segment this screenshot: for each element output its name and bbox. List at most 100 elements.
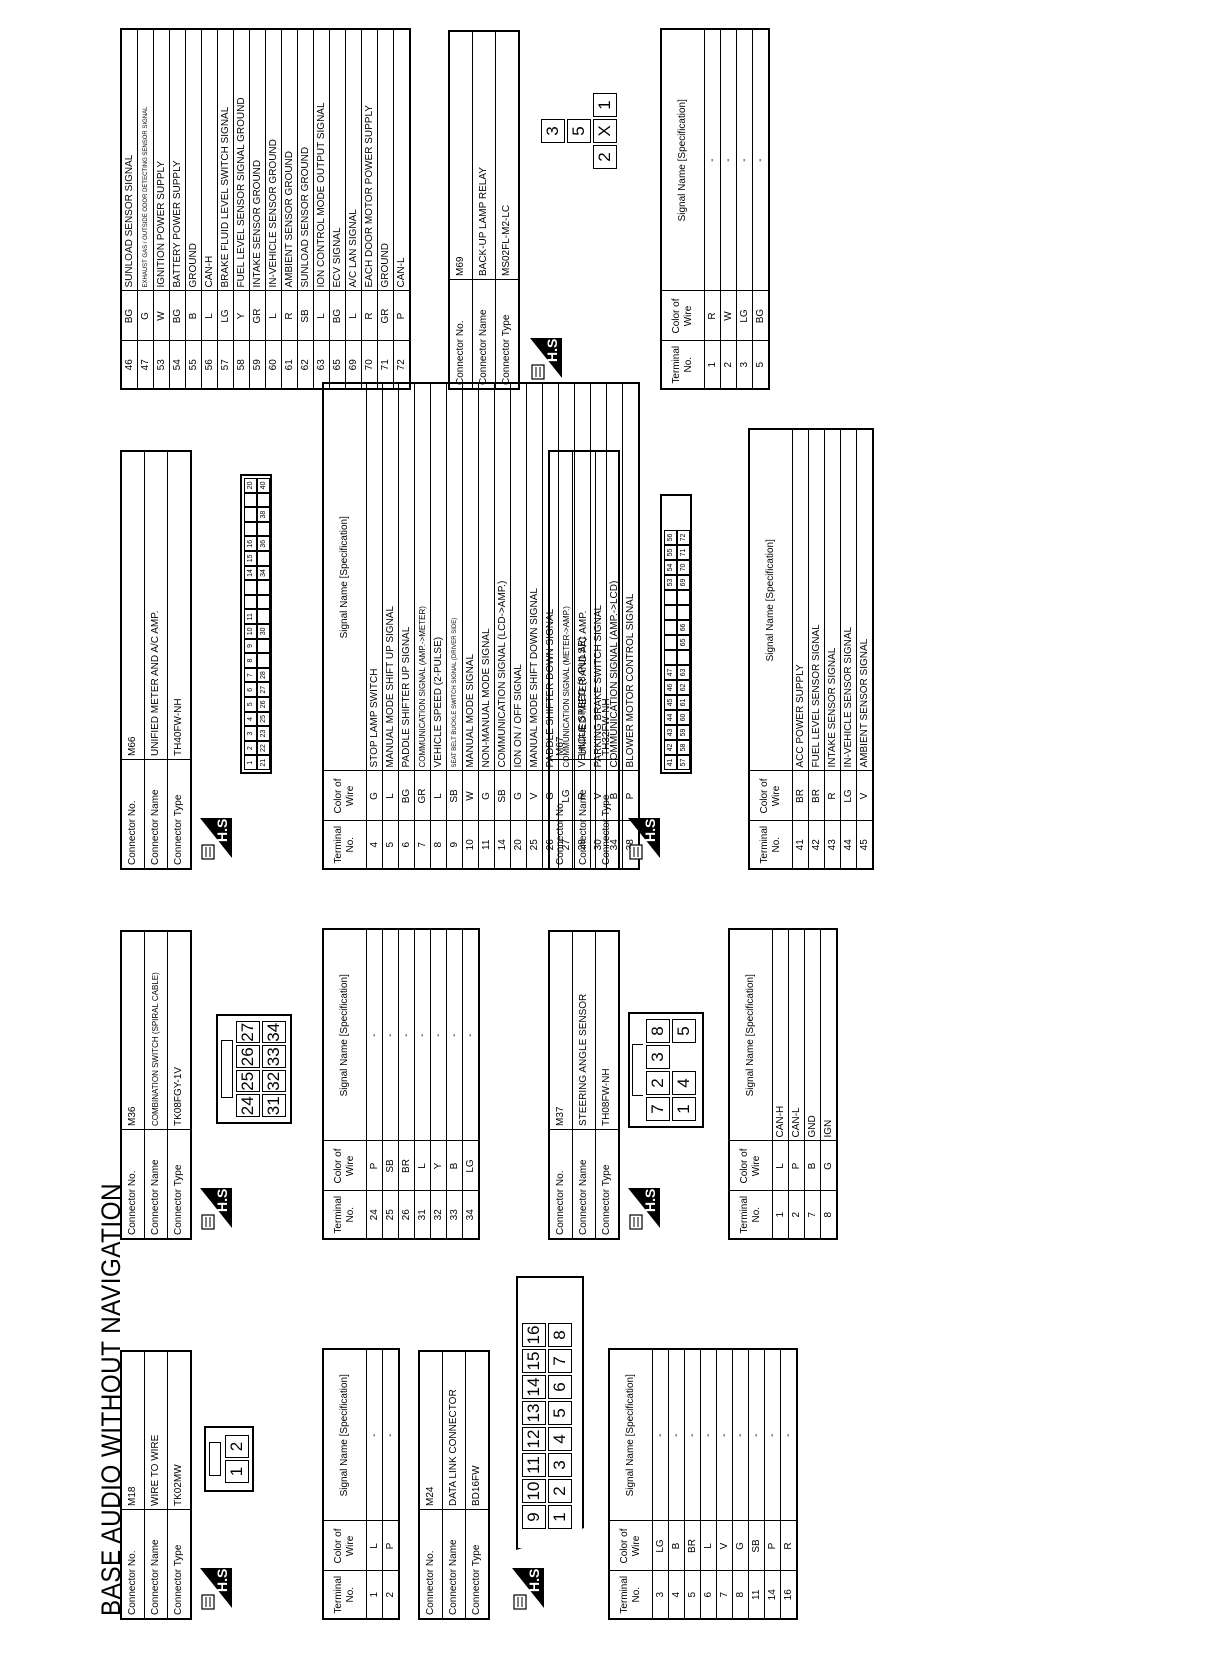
terminal-number: 70 — [361, 341, 378, 389]
column-header: Signal Name [Specification] — [323, 383, 367, 771]
wire-color: L — [366, 1521, 383, 1571]
terminal-number: 54 — [169, 341, 186, 389]
signal-name: - — [720, 29, 737, 291]
wire-color: LG — [462, 1141, 479, 1191]
connector-pin: X — [593, 119, 617, 143]
terminal-number: 31 — [414, 1191, 431, 1239]
signal-name: - — [382, 1349, 399, 1521]
connector-pin: 26 — [257, 697, 270, 712]
terminal-number: 56 — [201, 341, 218, 389]
connector-pin: 34 — [262, 1021, 286, 1044]
wire-color: G — [137, 291, 154, 341]
column-header: Signal Name [Specification] — [609, 1349, 653, 1521]
wire-color: BG — [398, 771, 415, 821]
connector-pin: 25 — [257, 711, 270, 727]
connector-pin: 3 — [541, 119, 565, 143]
connector-pin — [677, 590, 690, 605]
connector-pin — [664, 650, 677, 665]
connector-pin: 44 — [664, 710, 677, 725]
column-header: Signal Name [Specification] — [661, 29, 705, 291]
terminal-number: 14 — [494, 821, 511, 869]
connector-pin: 1 — [672, 1097, 696, 1121]
terminal-number: 1 — [772, 1191, 789, 1239]
column-header: Color of Wire — [729, 1141, 773, 1191]
connector-pin: 3 — [646, 1045, 670, 1069]
signal-name: BLOWER MOTOR CONTROL SIGNAL — [622, 383, 639, 771]
wire-color: L — [772, 1141, 789, 1191]
signal-name: GND — [804, 929, 821, 1141]
signal-name: - — [780, 1349, 797, 1521]
connector-pin — [257, 653, 270, 668]
connector-pin — [677, 605, 690, 620]
harness-side-label: H.S. — [214, 1184, 230, 1212]
connector-pin: 60 — [677, 710, 690, 725]
wire-color: L — [313, 291, 330, 341]
wire-color: G — [510, 771, 527, 821]
connector-pin: 53 — [664, 575, 677, 590]
harness-side-label: H.S. — [214, 814, 230, 842]
wire-color: L — [414, 1141, 431, 1191]
connector-pin: 15 — [522, 1349, 546, 1373]
connector-pin: 6 — [548, 1375, 572, 1399]
column-header: Color of Wire — [609, 1521, 653, 1571]
wire-color: L — [700, 1521, 717, 1571]
connector-pin — [257, 580, 270, 595]
connector-pin: 66 — [677, 620, 690, 635]
signal-name: MANUAL MODE SHIFT UP SIGNAL — [382, 383, 399, 771]
wire-color: BR — [808, 771, 825, 821]
wire-color: BG — [329, 291, 346, 341]
terminal-number: 43 — [824, 821, 841, 869]
terminal-number: 8 — [820, 1191, 837, 1239]
terminal-number: 11 — [748, 1571, 765, 1619]
column-header: Color of Wire — [323, 1141, 367, 1191]
connector-pin — [244, 492, 257, 508]
terminal-number: 14 — [764, 1571, 781, 1619]
signal-name: ECV SIGNAL — [329, 29, 346, 291]
connector-pin: 8 — [548, 1323, 572, 1347]
connector-pin: 10 — [244, 624, 257, 639]
signal-name: CAN-H — [201, 29, 218, 291]
connector-pin: 8 — [646, 1019, 670, 1043]
terminal-number: 59 — [249, 341, 266, 389]
terminal-number: 7 — [414, 821, 431, 869]
terminal-number: 9 — [446, 821, 463, 869]
connector-pin: 63 — [677, 665, 690, 680]
connector-pin: 1 — [244, 755, 257, 770]
wire-color: LG — [217, 291, 234, 341]
signal-name: - — [430, 929, 447, 1141]
connector-pin: 25 — [236, 1070, 260, 1093]
connector-pin: 7 — [548, 1349, 572, 1373]
terminal-number: 62 — [297, 341, 314, 389]
wire-color: LG — [736, 291, 753, 341]
wire-color: SB — [446, 771, 463, 821]
harness-side-label: H.S. — [544, 334, 560, 362]
terminal-number: 71 — [377, 341, 394, 389]
connector-pin: 3 — [244, 726, 257, 741]
column-header: Signal Name [Specification] — [323, 1349, 367, 1521]
terminal-number: 65 — [329, 341, 346, 389]
wire-color: P — [764, 1521, 781, 1571]
